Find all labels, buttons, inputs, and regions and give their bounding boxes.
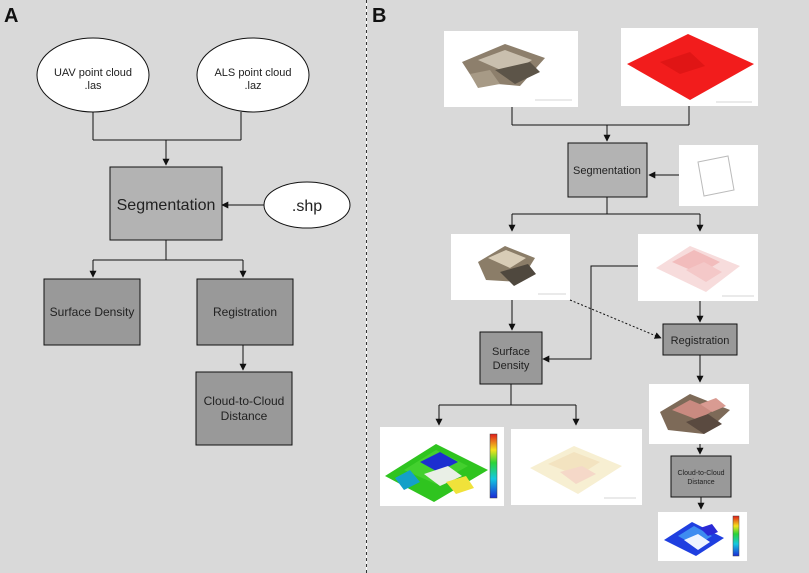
c2c-box-b: [670, 455, 732, 498]
als-segmented-image: [638, 234, 758, 301]
surface-density-label-b-line1: Surface: [492, 346, 530, 358]
registered-point-cloud-image: [649, 384, 749, 444]
c2c-label-a-line1: Cloud-to-Cloud: [204, 394, 285, 408]
c2c-label-a-line2: Distance: [221, 409, 268, 423]
segmentation-label-b: Segmentation: [573, 165, 641, 177]
surface-density-label-b-line2: Density: [493, 360, 530, 372]
als-point-cloud-label: ALS point cloud: [214, 67, 291, 79]
uav-segmented-image: [451, 234, 570, 300]
panel-letter-b: B: [372, 5, 386, 27]
uav-point-cloud-image: [444, 31, 578, 107]
registration-label-a: Registration: [213, 305, 277, 319]
panel-a: UAV point cloud .las ALS point cloud .la…: [36, 37, 351, 446]
uav-point-cloud-ext: .las: [84, 80, 102, 92]
segmentation-box-a: [109, 166, 223, 241]
surface-density-box-a: [43, 278, 141, 346]
registration-box-a: [196, 278, 294, 346]
registration-label-b: Registration: [671, 335, 730, 347]
c2c-box-a: [195, 371, 293, 446]
als-point-cloud-ext: .laz: [244, 80, 261, 92]
c2c-label-b-line2: Distance: [687, 479, 714, 486]
shp-node: [263, 181, 351, 229]
uav-density-result-image: [380, 427, 504, 506]
panel-letter-a: A: [4, 5, 18, 27]
shp-outline-image: [679, 145, 758, 206]
als-point-cloud-node: [196, 37, 310, 113]
c2c-label-b-line1: Cloud-to-Cloud: [677, 470, 724, 477]
registration-box-b: [662, 323, 738, 356]
als-point-cloud-image: [621, 28, 758, 106]
als-density-result-image: [511, 429, 642, 505]
segmentation-box-b: [567, 142, 648, 198]
uav-point-cloud-label: UAV point cloud: [54, 67, 132, 79]
dotted-arrow-uav-to-registration: [569, 299, 662, 339]
c2c-result-image: [658, 512, 747, 561]
uav-point-cloud-node: [36, 37, 150, 113]
arrow-als-to-surface-density: [542, 265, 638, 363]
surface-density-label-a: Surface Density: [50, 305, 135, 319]
shp-label: .shp: [292, 198, 322, 215]
panel-b: Segmentation: [380, 28, 758, 561]
surface-density-box-b: [479, 331, 543, 385]
segmentation-label-a: Segmentation: [117, 197, 216, 214]
